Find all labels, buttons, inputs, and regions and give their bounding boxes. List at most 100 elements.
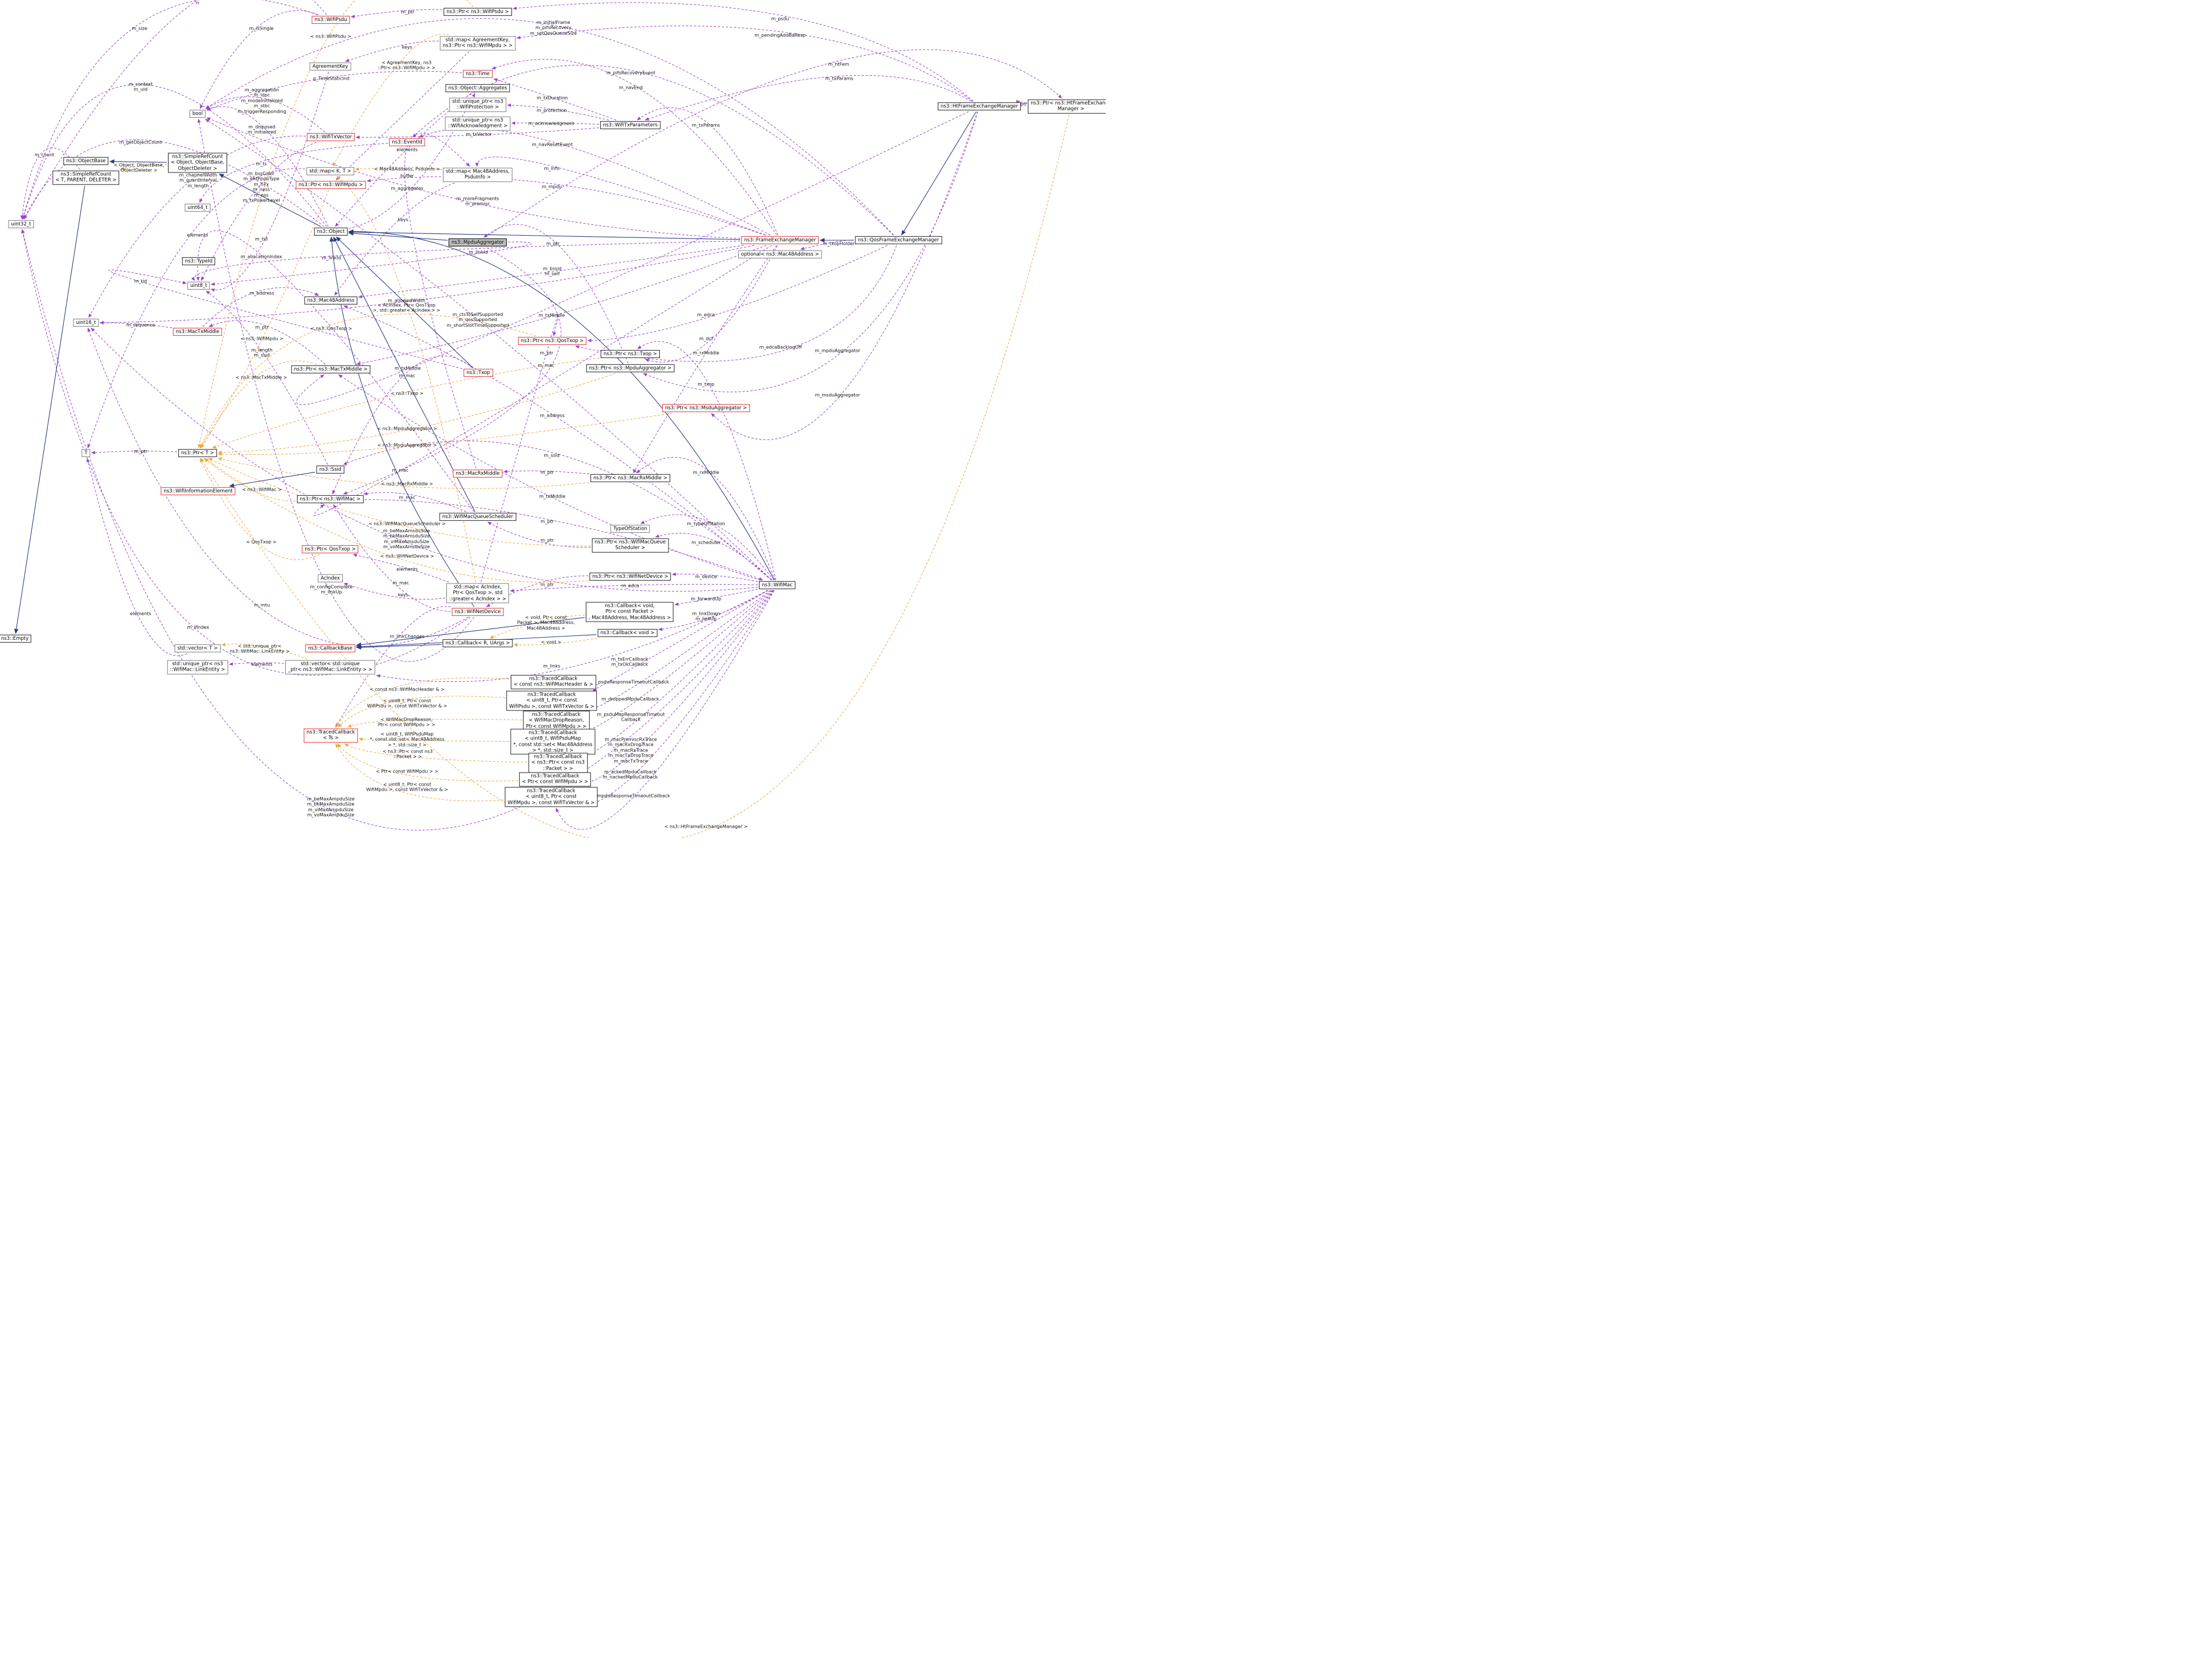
edge-wmqs-obj xyxy=(333,236,475,512)
edge-qosfem-ptrqosr xyxy=(587,245,888,342)
node-typeid[interactable]: ns3::TypeId xyxy=(182,257,216,266)
node-optmac[interactable]: optional< ns3::Mac48Address > xyxy=(738,250,822,259)
edge-mpduagg-ptrwifimac xyxy=(343,247,561,495)
node-wtv[interactable]: ns3::WifiTxVector xyxy=(306,133,355,142)
node-ssid[interactable]: ns3::Ssid xyxy=(316,465,344,474)
edge-wifimac-tc5 xyxy=(564,590,774,784)
node-macrx[interactable]: ns3::MacRxMiddle xyxy=(453,469,503,478)
edge-htfem-mapag xyxy=(516,26,973,102)
node-mapag[interactable]: std::map< AgreementKey, ns3::Ptr< ns3::W… xyxy=(440,36,516,51)
edge-wifipsdu-bool xyxy=(199,10,319,109)
node-ptrqosr[interactable]: ns3::Ptr< ns3::QosTxop > xyxy=(518,336,587,346)
node-mapmp[interactable]: std::map< Mac48Address, PsduInfo > xyxy=(442,167,513,182)
node-ptrmpdu[interactable]: ns3::Ptr< ns3::WifiMpdu > xyxy=(296,180,366,190)
node-mapac[interactable]: std::map< AcIndex, Ptr< QosTxop >, std :… xyxy=(446,583,510,603)
node-ptrmpduagg[interactable]: ns3::Ptr< ns3::MpduAggregator > xyxy=(586,364,675,373)
node-htfem[interactable]: ns3::HtFrameExchangeManager xyxy=(938,102,1021,111)
node-bool[interactable]: bool xyxy=(189,109,206,118)
edge-ptrwifipsdu-ptrT xyxy=(198,0,474,449)
node-objbase[interactable]: ns3::ObjectBase xyxy=(63,157,109,166)
node-uprot[interactable]: std::unique_ptr< ns3 ::WifiProtection > xyxy=(449,97,506,112)
edge-htfem-ptrmsduagg xyxy=(711,111,978,440)
node-time[interactable]: ns3::Time xyxy=(463,69,493,79)
node-ptrwnd[interactable]: ns3::Ptr< ns3::WifiNetDevice > xyxy=(589,572,671,581)
node-wifipsdu[interactable]: ns3::WifiPsdu xyxy=(311,15,350,24)
node-tcts[interactable]: ns3::TracedCallback < Ts > xyxy=(303,728,358,743)
node-empty[interactable]: ns3::Empty xyxy=(0,634,32,643)
node-wnd[interactable]: ns3::WifiNetDevice xyxy=(452,607,504,617)
node-ptrT[interactable]: ns3::Ptr< T > xyxy=(178,449,217,458)
node-acidx[interactable]: AcIndex xyxy=(318,574,343,583)
node-ptrwifipsdu[interactable]: ns3::Ptr< ns3::WifiPsdu > xyxy=(444,7,512,17)
node-T[interactable]: T xyxy=(81,449,91,458)
edge-cbvoidpkt-cbbase xyxy=(356,617,585,647)
node-tc5[interactable]: ns3::TracedCallback < ns3::Ptr< const ns… xyxy=(528,753,588,773)
node-u64[interactable]: uint64_t xyxy=(184,203,211,212)
node-uack[interactable]: std::unique_ptr< ns3 ::WifiAcknowledgmen… xyxy=(445,116,511,131)
edge-obj-u32 xyxy=(22,84,327,227)
node-tc3[interactable]: ns3::TracedCallback < WifiMacDropReason,… xyxy=(523,710,590,731)
edge-fem-mapmp xyxy=(475,157,766,236)
node-srcobj[interactable]: ns3::SimpleRefCount < Object, ObjectBase… xyxy=(168,153,227,173)
edge-wnd-u16 xyxy=(87,327,469,647)
edge-ptrhtfem-htfem xyxy=(1016,100,1027,104)
edge-txop-ptrwifimac xyxy=(332,355,473,495)
node-vect[interactable]: std::vector< T > xyxy=(174,644,221,653)
edge-macrx-mapmp xyxy=(404,133,477,469)
node-mapkt[interactable]: std::map< K, T > xyxy=(306,167,354,176)
node-u16[interactable]: uint16_t xyxy=(73,318,99,327)
edge-ptrmpdu-ptrT xyxy=(200,190,329,449)
edge-ptrtxop-ptrT xyxy=(212,358,600,449)
node-cbru[interactable]: ns3::Callback< R, UArgs > xyxy=(442,639,513,648)
node-agkey[interactable]: AgreementKey xyxy=(309,62,351,71)
node-tc4[interactable]: ns3::TracedCallback < uint8_t, WifiPsduM… xyxy=(510,729,596,755)
node-ptrwmqs[interactable]: ns3::Ptr< ns3::WifiMacQueue Scheduler > xyxy=(592,538,669,553)
node-wmqs[interactable]: ns3::WifiMacQueueScheduler xyxy=(439,512,516,521)
edge-wtp-time xyxy=(493,78,617,121)
edge-tc1-tcts xyxy=(335,677,510,728)
node-ptrmsduagg[interactable]: ns3::Ptr< ns3::MsduAggregator > xyxy=(662,404,750,413)
node-tc7[interactable]: ns3::TracedCallback < uint8_t, Ptr< cons… xyxy=(504,787,598,807)
node-aggr[interactable]: ns3::Object::Aggregates xyxy=(445,84,510,93)
edge-wtp-uprot xyxy=(507,103,609,121)
node-ptrmactx[interactable]: ns3::Ptr< ns3::MacTxMiddle > xyxy=(291,365,371,374)
edge-fem-obj xyxy=(348,229,741,240)
node-tc2[interactable]: ns3::TracedCallback < uint8_t, Ptr< cons… xyxy=(506,691,597,711)
edge-tc3-tcts xyxy=(347,718,522,728)
node-mac48[interactable]: ns3::Mac48Address xyxy=(304,296,358,305)
node-qosfem[interactable]: ns3::QosFrameExchangeManager xyxy=(855,236,942,245)
node-tc6[interactable]: ns3::TracedCallback < Ptr< const WifiMpd… xyxy=(519,772,592,787)
node-tc1[interactable]: ns3::TracedCallback < const ns3::WifiMac… xyxy=(511,675,596,689)
node-ptrmacrx[interactable]: ns3::Ptr< ns3::MacRxMiddle > xyxy=(590,474,670,483)
edge-ptrwifimac-wifimac xyxy=(364,499,764,581)
node-evid[interactable]: ns3::EventId xyxy=(389,138,425,147)
edge-wifimac-cbvoidpkt xyxy=(674,589,758,606)
node-cbvoid[interactable]: ns3::Callback< void > xyxy=(597,628,658,638)
node-cbvoidpkt[interactable]: ns3::Callback< void, Ptr< const Packet >… xyxy=(585,602,674,622)
node-ptrtxop[interactable]: ns3::Ptr< ns3::Txop > xyxy=(600,350,660,359)
node-wie[interactable]: ns3::WifiInformationElement xyxy=(161,487,236,496)
edge-fem-time xyxy=(491,59,777,236)
node-ptrqosl[interactable]: ns3::Ptr< QosTxop > xyxy=(302,545,359,554)
node-srct[interactable]: ns3::SimpleRefCount < T, PARENT, DELETER… xyxy=(52,170,120,185)
edge-qosfem-ptrqosr xyxy=(575,245,897,362)
edge-htfem-ptrmactx xyxy=(296,111,969,405)
node-wtp[interactable]: ns3::WifiTxParameters xyxy=(600,121,660,130)
node-txop[interactable]: ns3::Txop xyxy=(463,368,493,377)
edge-srcobj-objbase xyxy=(109,159,167,164)
node-u32[interactable]: uint32_t xyxy=(8,220,34,229)
node-mactx[interactable]: ns3::MacTxMiddle xyxy=(173,327,223,336)
edge-mapac-mapkt xyxy=(336,176,476,582)
node-tos[interactable]: TypeOfStation xyxy=(610,524,650,533)
node-ptrhtfem[interactable]: ns3::Ptr< ns3::HtFrameExchange Manager > xyxy=(1028,99,1106,114)
node-cbbase[interactable]: ns3::CallbackBase xyxy=(305,644,355,653)
node-u8[interactable]: uint8_t xyxy=(187,281,210,290)
node-fem[interactable]: ns3::FrameExchangeManager xyxy=(741,236,819,245)
edge-fem-ptrmactx xyxy=(356,245,766,365)
node-veclink[interactable]: std::vector< std::unique _ptr< ns3::Wifi… xyxy=(285,660,375,675)
node-obj[interactable]: ns3::Object xyxy=(314,227,348,236)
node-ptrwifimac[interactable]: ns3::Ptr< ns3::WifiMac > xyxy=(297,495,364,504)
node-mpduagg[interactable]: ns3::MpduAggregator xyxy=(448,238,507,247)
node-wifimac[interactable]: ns3::WifiMac xyxy=(758,581,796,590)
node-ulink[interactable]: std::unique_ptr< ns3 ::WifiMac::LinkEnti… xyxy=(167,660,228,675)
